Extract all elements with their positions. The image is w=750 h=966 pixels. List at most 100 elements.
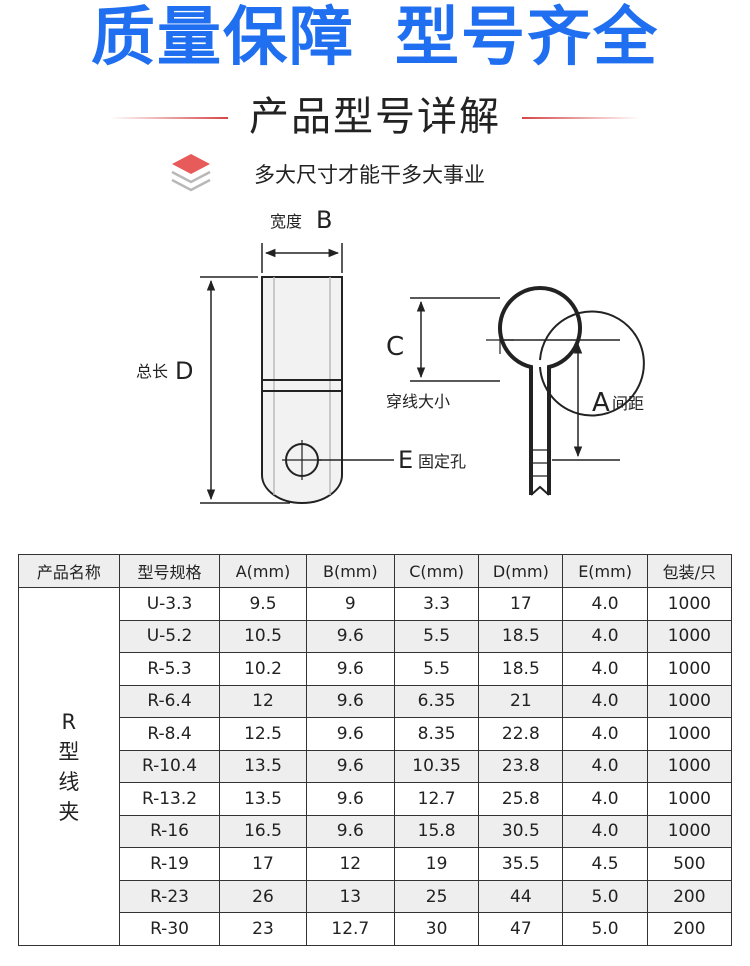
width-letter: B — [316, 206, 332, 234]
clip-side-view — [486, 286, 645, 496]
table-cell: 4.0 — [562, 782, 648, 816]
table-cell: 200 — [646, 879, 733, 914]
section-title: 产品型号详解 — [249, 94, 501, 140]
table-cell: 22.8 — [478, 717, 564, 751]
clip-front-view — [261, 276, 343, 504]
table-cell: 1000 — [646, 749, 733, 784]
table-cell: 23 — [219, 912, 307, 946]
table-cell: 500 — [646, 847, 733, 881]
table-cell: 4.0 — [562, 749, 648, 784]
table-cell: 9.6 — [305, 652, 395, 686]
table-cell: 1000 — [646, 782, 733, 816]
table-cell: R-5.3 — [118, 652, 221, 686]
table-cell: 1000 — [646, 652, 733, 686]
table-cell: 17 — [478, 587, 564, 621]
table-cell: 25.8 — [478, 782, 564, 816]
table-cell: 1000 — [646, 684, 733, 719]
table-cell: R-13.2 — [118, 782, 221, 816]
table-cell: 30.5 — [478, 814, 564, 849]
table-cell: 1000 — [646, 814, 733, 849]
table-cell: 5.5 — [393, 652, 480, 686]
table-cell: 3.3 — [393, 587, 480, 621]
header-package: 包装/只 — [646, 554, 733, 588]
table-cell: 30 — [393, 912, 480, 946]
width-label: 宽度 — [270, 212, 302, 231]
table-cell: 26 — [219, 879, 307, 914]
table-cell: R-19 — [118, 847, 221, 881]
header-a: A(mm) — [219, 554, 307, 588]
table-cell: 18.5 — [478, 652, 564, 686]
table-cell: 21 — [478, 684, 564, 719]
dimension-c — [410, 297, 500, 382]
table-cell: 17 — [219, 847, 307, 881]
a-letter: A — [592, 388, 610, 418]
table-cell: 9.6 — [305, 619, 395, 654]
table-cell: 4.0 — [562, 684, 648, 719]
header-d: D(mm) — [478, 554, 564, 588]
layers-icon — [171, 154, 211, 192]
table-cell: 35.5 — [478, 847, 564, 881]
table-cell: 200 — [646, 912, 733, 946]
table-cell: 15.8 — [393, 814, 480, 849]
table-cell: 5.0 — [562, 912, 648, 946]
table-cell: 4.0 — [562, 717, 648, 751]
table-cell: 13 — [305, 879, 395, 914]
spec-table: 产品名称 型号规格 A(mm) B(mm) C(mm) D(mm) E(mm) … — [18, 554, 733, 946]
banner-headline: 质量保障型号齐全 — [0, 0, 750, 80]
table-cell: 25 — [393, 879, 480, 914]
section-divider-left — [110, 117, 228, 119]
dimension-a — [500, 339, 620, 461]
table-cell: R-8.4 — [118, 717, 221, 751]
table-cell: 9.6 — [305, 749, 395, 784]
table-cell: 5.0 — [562, 879, 648, 914]
table-cell: 12.7 — [305, 912, 395, 946]
table-cell: 1000 — [646, 619, 733, 654]
table-cell: R-30 — [118, 912, 221, 946]
table-cell: 13.5 — [219, 782, 307, 816]
banner-left-text: 质量保障 — [91, 1, 355, 75]
table-cell: R-6.4 — [118, 684, 221, 719]
table-cell: 4.0 — [562, 814, 648, 849]
product-name-cell: R型线夹 — [18, 587, 120, 946]
table-cell: 9 — [305, 587, 395, 621]
banner-right-text: 型号齐全 — [395, 1, 659, 75]
table-cell: 16.5 — [219, 814, 307, 849]
table-cell: 12.7 — [393, 782, 480, 816]
header-e: E(mm) — [562, 554, 648, 588]
table-cell: R-10.4 — [118, 749, 221, 784]
table-cell: 9.6 — [305, 684, 395, 719]
table-cell: 10.5 — [219, 619, 307, 654]
length-label: 总长 — [136, 362, 168, 381]
section-subtitle: 多大尺寸才能干多大事业 — [254, 163, 485, 187]
a-label: 间距 — [612, 394, 644, 413]
table-cell: U-3.3 — [118, 587, 221, 621]
table-cell: 9.5 — [219, 587, 307, 621]
table-cell: 13.5 — [219, 749, 307, 784]
e-label: 固定孔 — [418, 452, 466, 471]
table-cell: 12 — [219, 684, 307, 719]
table-cell: 8.35 — [393, 717, 480, 751]
header-b: B(mm) — [305, 554, 395, 588]
table-cell: 12.5 — [219, 717, 307, 751]
table-cell: 9.6 — [305, 717, 395, 751]
table-cell: 44 — [478, 879, 564, 914]
table-cell: 4.5 — [562, 847, 648, 881]
product-name: R型线夹 — [58, 709, 80, 824]
table-cell: 1000 — [646, 717, 733, 751]
e-letter: E — [398, 446, 413, 474]
table-cell: 12 — [305, 847, 395, 881]
section-divider-right — [522, 117, 640, 119]
table-cell: 10.35 — [393, 749, 480, 784]
table-cell: 1000 — [646, 587, 733, 621]
clip-dimension-diagram: 宽度 B 总长 D E 固定孔 C 穿线大小 A 间距 — [136, 206, 645, 504]
table-cell: 5.5 — [393, 619, 480, 654]
